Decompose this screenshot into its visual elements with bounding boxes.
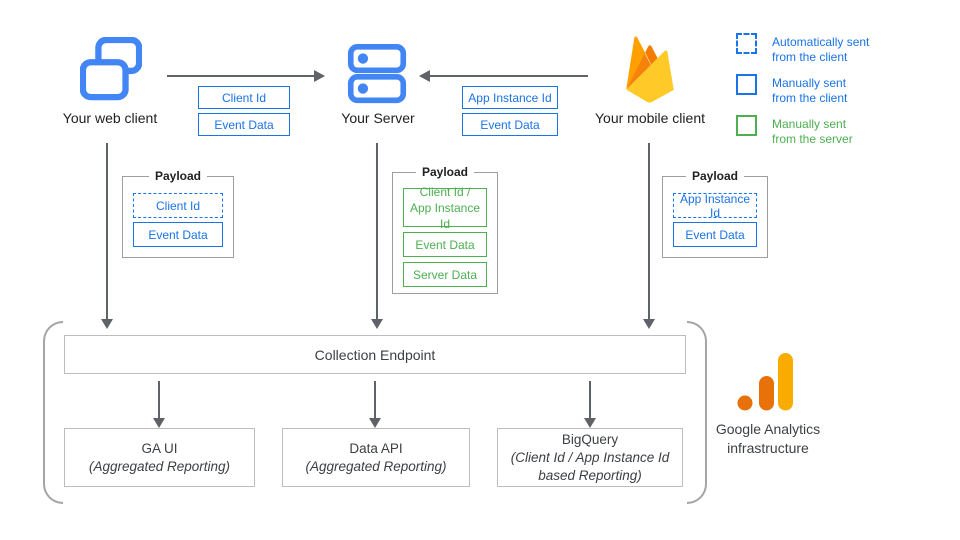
arrow-endpoint-to-gaui-head (153, 418, 165, 428)
bigquery-subtitle: (Client Id / App Instance Id based Repor… (510, 449, 670, 483)
arrow-web-to-endpoint-head (101, 319, 113, 329)
arrow-mobile-to-server-line (430, 75, 588, 77)
payload-web-title: Payload (148, 169, 208, 183)
arrow-server-to-endpoint-line (376, 143, 378, 319)
legend-swatch-auto-client (736, 33, 757, 54)
payload-server-server-data: Server Data (403, 262, 487, 287)
payload-mobile-app-instance-id: App Instance Id (673, 192, 757, 220)
web-client-label: Your web client (62, 110, 158, 126)
arrow-mobile-to-endpoint-head (643, 319, 655, 329)
infrastructure-bracket-left (43, 321, 63, 504)
google-analytics-icon (737, 353, 793, 411)
legend-label-manual-client: Manually sent from the client (772, 76, 848, 105)
arrow-endpoint-to-bigquery-head (584, 418, 596, 428)
data-api-title: Data API (349, 440, 403, 456)
arrow-web-to-endpoint-line (106, 143, 108, 319)
arrow-mobile-to-server-head (419, 70, 430, 82)
arrow-server-to-endpoint-head (371, 319, 383, 329)
collection-endpoint-label: Collection Endpoint (314, 346, 436, 363)
payload-web-client-id: Client Id (133, 193, 223, 218)
arrow-web-to-server-head (314, 70, 325, 82)
firebase-icon (626, 36, 674, 103)
arrow-endpoint-to-dataapi-line (374, 381, 376, 418)
chip-event-data-mobile: Event Data (462, 113, 558, 136)
data-api-subtitle: (Aggregated Reporting) (305, 458, 447, 474)
mobile-client-label: Your mobile client (595, 110, 705, 126)
chip-client-id: Client Id (198, 86, 290, 109)
server-label: Your Server (341, 110, 415, 126)
payload-server-event-data: Event Data (403, 232, 487, 257)
arrow-mobile-to-endpoint-line (648, 143, 650, 319)
arrow-endpoint-to-bigquery-line (589, 381, 591, 418)
payload-mobile: Payload App Instance Id Event Data (662, 169, 768, 258)
payload-mobile-event-data: Event Data (673, 222, 757, 247)
payload-server-ids: Client Id / App Instance Id (403, 185, 487, 231)
infrastructure-bracket-right (687, 321, 707, 504)
payload-mobile-title: Payload (685, 169, 745, 183)
arrow-endpoint-to-dataapi-head (369, 418, 381, 428)
server-icon (347, 44, 407, 104)
payload-server: Payload Client Id / App Instance Id Even… (392, 165, 498, 294)
legend-swatch-manual-client (736, 74, 757, 95)
legend-label-manual-server: Manually sent from the server (772, 117, 853, 146)
ga-ui-title: GA UI (141, 440, 178, 456)
payload-server-title: Payload (415, 165, 475, 179)
arrow-endpoint-to-gaui-line (158, 381, 160, 418)
data-api-box: Data API (Aggregated Reporting) (282, 428, 470, 487)
payload-web-event-data: Event Data (133, 222, 223, 247)
infrastructure-caption: Google Analytics infrastructure (715, 421, 821, 456)
chip-event-data-web: Event Data (198, 113, 290, 136)
legend-swatch-manual-server (736, 115, 757, 136)
ga-ui-subtitle: (Aggregated Reporting) (88, 458, 231, 474)
bigquery-title: BigQuery (561, 431, 619, 447)
ga-ui-box: GA UI (Aggregated Reporting) (64, 428, 255, 487)
legend-label-auto-client: Automatically sent from the client (772, 35, 870, 64)
bigquery-box: BigQuery (Client Id / App Instance Id ba… (497, 428, 683, 487)
payload-web: Payload Client Id Event Data (122, 169, 234, 258)
web-client-icon (80, 37, 142, 101)
collection-endpoint-box: Collection Endpoint (64, 335, 686, 374)
arrow-web-to-server-line (167, 75, 315, 77)
chip-app-instance-id: App Instance Id (462, 86, 558, 109)
